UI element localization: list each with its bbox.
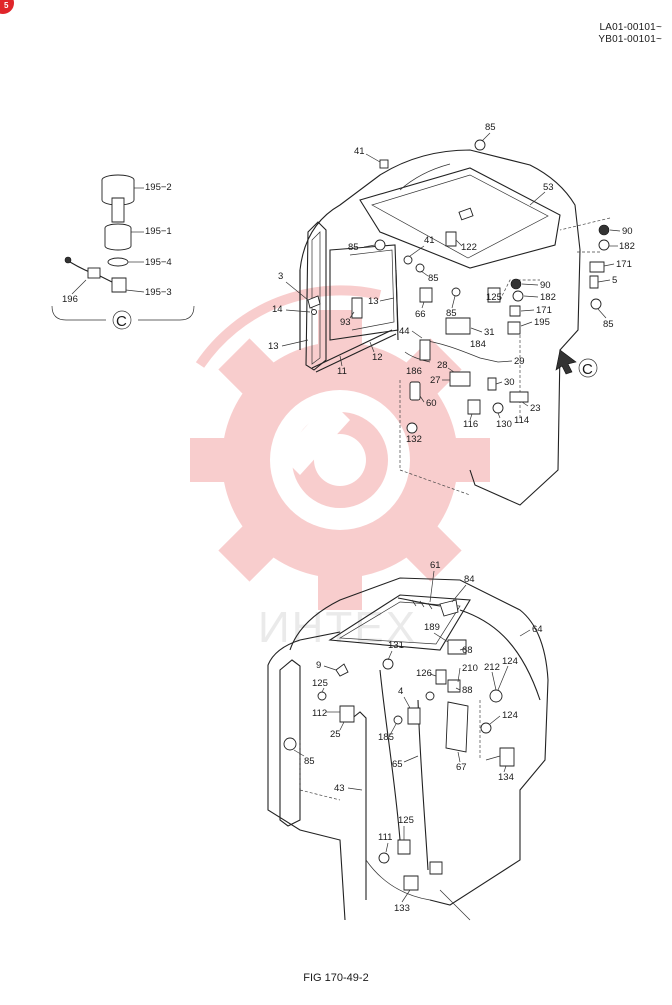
callout: 67 <box>456 762 467 773</box>
callout: 184 <box>470 339 486 350</box>
callout: 68 <box>462 645 473 656</box>
callout: 186 <box>406 366 422 377</box>
callout: 185 <box>378 732 394 743</box>
callout: 12 <box>372 352 383 363</box>
callout: 11 <box>337 366 347 377</box>
callout: 4 <box>398 686 403 697</box>
callout: 41 <box>354 146 365 157</box>
callout: 210 <box>462 663 478 674</box>
svg-text:195−3: 195−3 <box>145 287 172 298</box>
callout: 171 <box>616 259 632 270</box>
callout: 53 <box>543 182 554 193</box>
callout: 126 <box>416 668 432 679</box>
callout: 112 <box>312 708 327 719</box>
watermark-gear-logo: ИНТЕХ <box>190 285 490 652</box>
callout: 66 <box>415 309 426 320</box>
view-arrow-marker-c: C <box>582 361 593 378</box>
callout: 13 <box>268 341 279 352</box>
callout: 124 <box>502 710 518 721</box>
svg-text:196: 196 <box>62 294 78 305</box>
svg-text:195−1: 195−1 <box>145 226 172 237</box>
callout: 125 <box>398 815 414 826</box>
callout: 182 <box>619 241 635 252</box>
watermark-text: ИНТЕХ <box>258 603 417 652</box>
callout: 85 <box>348 242 359 253</box>
callout: 85 <box>603 319 614 330</box>
corner-badge: 5 <box>0 0 14 14</box>
callout: 212 <box>484 662 500 673</box>
callout: 25 <box>330 729 341 740</box>
callout: 28 <box>437 360 448 371</box>
callout: 60 <box>426 398 437 409</box>
callout: 116 <box>463 419 478 430</box>
serial-range-la: LA01-00101~ <box>599 22 662 33</box>
callout: 84 <box>464 574 475 585</box>
detail-marker-c: C <box>116 313 127 330</box>
callout: 5 <box>612 275 617 286</box>
callout: 134 <box>498 772 514 783</box>
callout: 189 <box>424 622 440 633</box>
callout: 125 <box>312 678 328 689</box>
callout: 27 <box>430 375 441 386</box>
serial-range-yb: YB01-00101~ <box>598 34 662 45</box>
callout: 131 <box>388 640 404 651</box>
callout: 114 <box>514 415 529 426</box>
upper-cab-assembly: C <box>299 139 611 506</box>
callout: 171 <box>536 305 552 316</box>
callout: 61 <box>430 560 441 571</box>
callout: 14 <box>272 304 283 315</box>
callout: 9 <box>316 660 321 671</box>
callout: 125 <box>486 292 502 303</box>
svg-text:195−4: 195−4 <box>145 257 172 268</box>
figure-caption: FIG 170-49-2 <box>303 972 369 984</box>
callout: 90 <box>540 280 551 291</box>
callout: 43 <box>334 783 345 794</box>
callout: 64 <box>532 624 543 635</box>
callout: 124 <box>502 656 518 667</box>
callout: 3 <box>278 271 283 282</box>
callout: 31 <box>484 327 495 338</box>
callout: 13 <box>368 296 379 307</box>
callout: 29 <box>514 356 525 367</box>
callout: 85 <box>485 122 496 133</box>
callout: 23 <box>530 403 541 414</box>
callout: 111 <box>378 832 392 843</box>
callout: 30 <box>504 377 515 388</box>
detail-c-view: 195−2 195−1 195−4 195−3 196 C <box>51 174 195 330</box>
callout: 85 <box>428 273 439 284</box>
callout: 195 <box>534 317 550 328</box>
callout: 93 <box>340 317 351 328</box>
callout: 85 <box>446 308 457 319</box>
callout: 65 <box>392 759 403 770</box>
svg-text:195−2: 195−2 <box>145 182 172 193</box>
callout: 133 <box>394 903 410 914</box>
callout: 41 <box>424 235 435 246</box>
callout: 85 <box>304 756 315 767</box>
callout-labels: 85 41 53 90 182 171 5 85 122 85 41 85 90 <box>268 122 635 914</box>
callout: 132 <box>406 434 422 445</box>
callout: 130 <box>496 419 512 430</box>
callout: 182 <box>540 292 556 303</box>
callout: 90 <box>622 226 633 237</box>
callout: 88 <box>462 685 473 696</box>
lower-cab-harness <box>267 577 549 921</box>
callout: 44 <box>399 326 410 337</box>
callout: 122 <box>461 242 477 253</box>
